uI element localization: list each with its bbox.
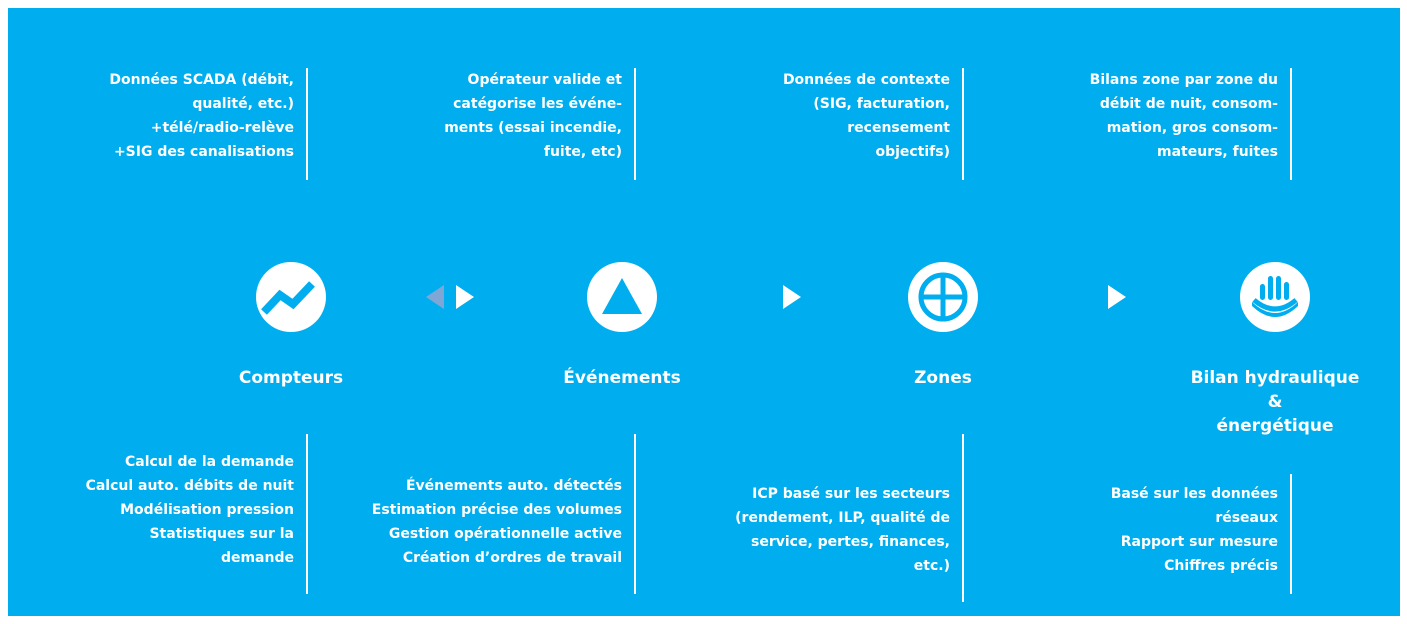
text-line: Création d’ordres de travail xyxy=(402,550,622,566)
diagram-panel: Données SCADA (débit, qualité, etc.) +té… xyxy=(8,8,1400,616)
bottom-block-compteurs: Calcul de la demande Calcul auto. débits… xyxy=(85,434,308,594)
divider-line xyxy=(634,68,636,180)
label-line: énergétique xyxy=(1216,416,1334,436)
right-arrow-icon xyxy=(783,285,801,309)
text-line: Calcul de la demande xyxy=(124,454,294,470)
top-block-evenements: Opérateur valide et catégorise les événe… xyxy=(444,68,636,180)
text-line: ments (essai incendie, xyxy=(444,120,622,136)
crosshair-circle-icon xyxy=(908,262,978,332)
stage-label-bilan: Bilan hydraulique & énergétique xyxy=(1180,366,1370,438)
text-line: Gestion opérationnelle active xyxy=(388,526,622,542)
text-line: Données de contexte xyxy=(782,72,950,88)
divider-line xyxy=(306,434,308,594)
text-line: Calcul auto. débits de nuit xyxy=(85,478,294,494)
divider-line xyxy=(1290,474,1292,594)
divider-line xyxy=(634,434,636,594)
text-line: demande xyxy=(220,550,294,566)
trend-line-icon xyxy=(256,262,326,332)
divider-line xyxy=(306,68,308,180)
text-line: recensement xyxy=(847,120,950,136)
text-line: ICP basé sur les secteurs xyxy=(752,486,950,502)
triangle-icon xyxy=(587,262,657,332)
label-line: & xyxy=(1267,392,1283,412)
stage-label-zones: Zones xyxy=(914,368,972,388)
text-line: catégorise les événe- xyxy=(453,96,622,112)
text-line: +télé/radio-relève xyxy=(150,120,294,136)
text-line: débit de nuit, consom- xyxy=(1099,96,1278,112)
text-line: Chiffres précis xyxy=(1164,558,1278,574)
faded-left-arrow-icon xyxy=(426,285,444,309)
bottom-block-zones: ICP basé sur les secteurs (rendement, IL… xyxy=(735,434,964,602)
label-line: Bilan hydraulique xyxy=(1190,368,1360,388)
stage-label-evenements: Événements xyxy=(563,368,681,388)
text-line: Rapport sur mesure xyxy=(1120,534,1278,550)
text-line: Bilans zone par zone du xyxy=(1089,72,1278,88)
text-line: mateurs, fuites xyxy=(1157,144,1278,160)
top-block-zones: Données de contexte (SIG, facturation, r… xyxy=(782,68,964,180)
stage-label-compteurs: Compteurs xyxy=(238,368,344,388)
text-line: mation, gros consom- xyxy=(1106,120,1278,136)
text-line: Basé sur les données xyxy=(1110,486,1278,502)
right-arrow-icon xyxy=(1108,285,1126,309)
right-arrow-icon xyxy=(456,285,474,309)
text-line: Estimation précise des volumes xyxy=(371,502,622,518)
text-line: objectifs) xyxy=(875,144,950,160)
text-line: Événements auto. détectés xyxy=(405,478,622,494)
text-line: Statistiques sur la xyxy=(149,526,294,542)
divider-line xyxy=(962,434,964,602)
hand-water-icon xyxy=(1240,262,1310,332)
text-line: etc.) xyxy=(913,558,950,574)
text-line: +SIG des canalisations xyxy=(113,144,294,160)
text-line: (rendement, ILP, qualité de xyxy=(735,510,950,526)
text-line: Modélisation pression xyxy=(120,502,294,518)
divider-line xyxy=(1290,68,1292,180)
text-line: fuite, etc) xyxy=(543,144,622,160)
divider-line xyxy=(962,68,964,180)
text-line: service, pertes, finances, xyxy=(751,534,950,550)
text-line: réseaux xyxy=(1215,510,1278,526)
text-line: Données SCADA (débit, xyxy=(109,72,294,88)
text-line: Opérateur valide et xyxy=(467,72,622,88)
top-block-bilan: Bilans zone par zone du débit de nuit, c… xyxy=(1089,68,1292,180)
bottom-block-bilan: Basé sur les données réseaux Rapport sur… xyxy=(1110,474,1292,594)
text-line: (SIG, facturation, xyxy=(813,96,950,112)
text-line: qualité, etc.) xyxy=(192,96,294,112)
top-block-compteurs: Données SCADA (débit, qualité, etc.) +té… xyxy=(109,68,308,180)
bottom-block-evenements: Événements auto. détectés Estimation pré… xyxy=(371,434,636,594)
